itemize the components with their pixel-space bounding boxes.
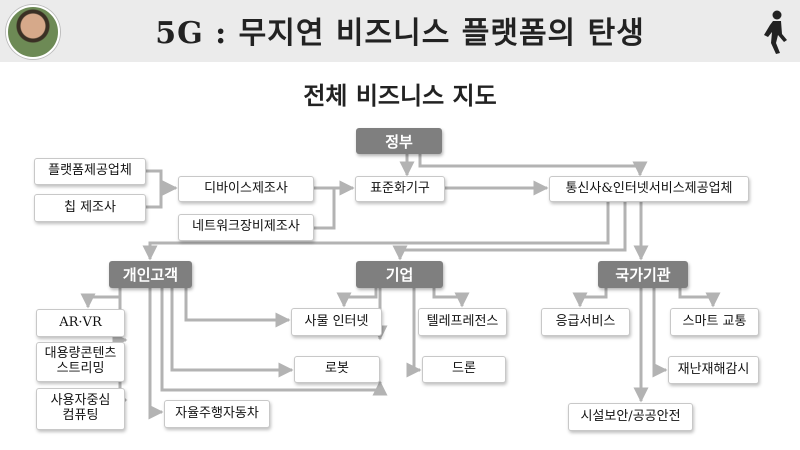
- node-device-maker: 디바이스제조사: [178, 176, 314, 202]
- service-autonomous-vehicle: 자율주행자동차: [164, 400, 270, 428]
- service-smart-traffic: 스마트 교통: [670, 308, 759, 336]
- node-platform-provider: 플랫폼제공업체: [34, 158, 146, 185]
- node-government: 정부: [356, 128, 442, 154]
- node-standards-body: 표준화기구: [355, 176, 445, 202]
- service-robot: 로봇: [294, 356, 380, 383]
- service-telepresence: 텔레프레전스: [418, 308, 507, 336]
- service-content-streaming: 대용량콘텐츠 스트리밍: [36, 342, 125, 382]
- group-enterprise: 기업: [356, 261, 443, 288]
- service-ar-vr: AR·VR: [36, 309, 125, 337]
- node-network-equipment-maker: 네트워크장비제조사: [178, 214, 314, 241]
- service-user-centric-computing: 사용자중심 컴퓨팅: [36, 388, 125, 430]
- service-drone: 드론: [422, 356, 506, 383]
- service-iot: 사물 인터넷: [291, 308, 382, 336]
- group-individual-customers: 개인고객: [109, 261, 192, 288]
- node-chip-maker: 칩 제조사: [34, 194, 146, 222]
- service-disaster-monitoring: 재난재해감시: [668, 356, 759, 384]
- node-telecom-provider: 통신사&인터넷서비스제공업체: [549, 176, 749, 202]
- service-facility-security: 시설보안/공공안전: [568, 403, 693, 431]
- group-national-agencies: 국가기관: [598, 261, 688, 288]
- service-emergency: 응급서비스: [541, 308, 630, 336]
